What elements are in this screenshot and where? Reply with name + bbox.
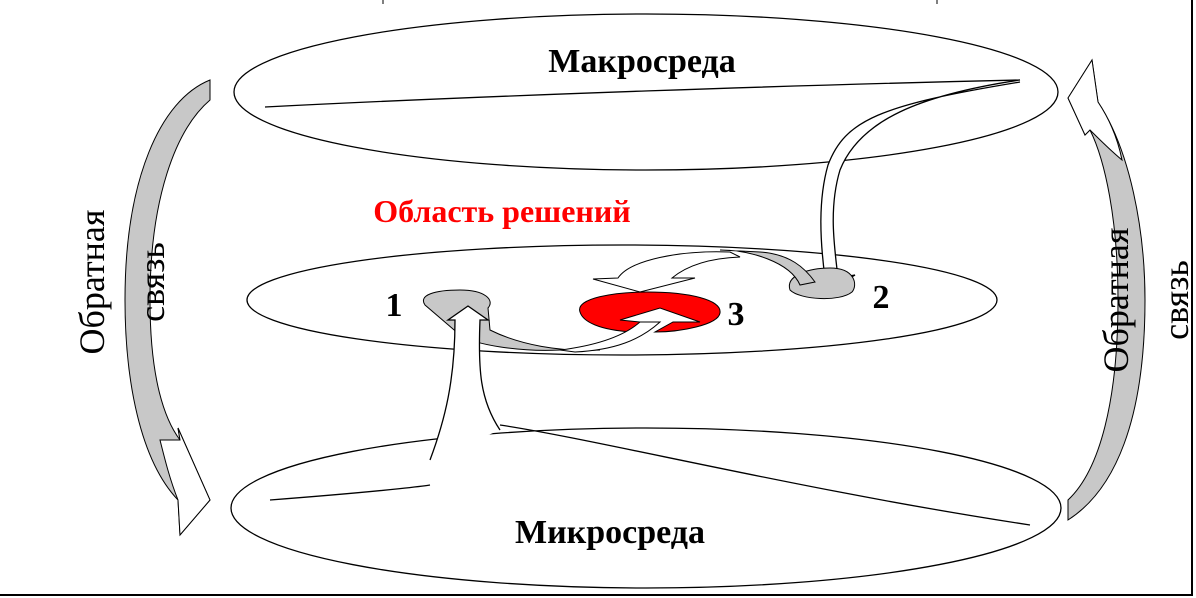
macro-ellipse: [233, 13, 1059, 171]
feedback-right-line1: Обратная: [1096, 228, 1136, 373]
macro-label: Макросреда: [548, 43, 735, 80]
micro-label: Микросреда: [515, 514, 705, 551]
feedback-right-line2: связь: [1156, 260, 1196, 340]
arrow-1-to-3: [559, 321, 662, 353]
feedback-left-line1: Обратная: [72, 210, 112, 355]
feedback-right-arrowhead: [1067, 58, 1123, 162]
micro-ellipse: [230, 427, 1062, 589]
arrow-2-to-3: [592, 251, 741, 293]
node1-label: 1: [386, 287, 403, 324]
decision-area-label: Область решений: [373, 193, 630, 229]
feedback-left-arrowhead: [159, 427, 211, 537]
gray-arc-2: [719, 249, 816, 286]
node3-label: 3: [728, 296, 745, 333]
macro-inner-line: [264, 79, 1021, 108]
micro-to-1-arrow: [429, 305, 501, 461]
node2-label: 2: [873, 279, 890, 316]
micro-inner-line: [269, 424, 1031, 526]
feedback-left-line2: связь: [132, 242, 172, 322]
